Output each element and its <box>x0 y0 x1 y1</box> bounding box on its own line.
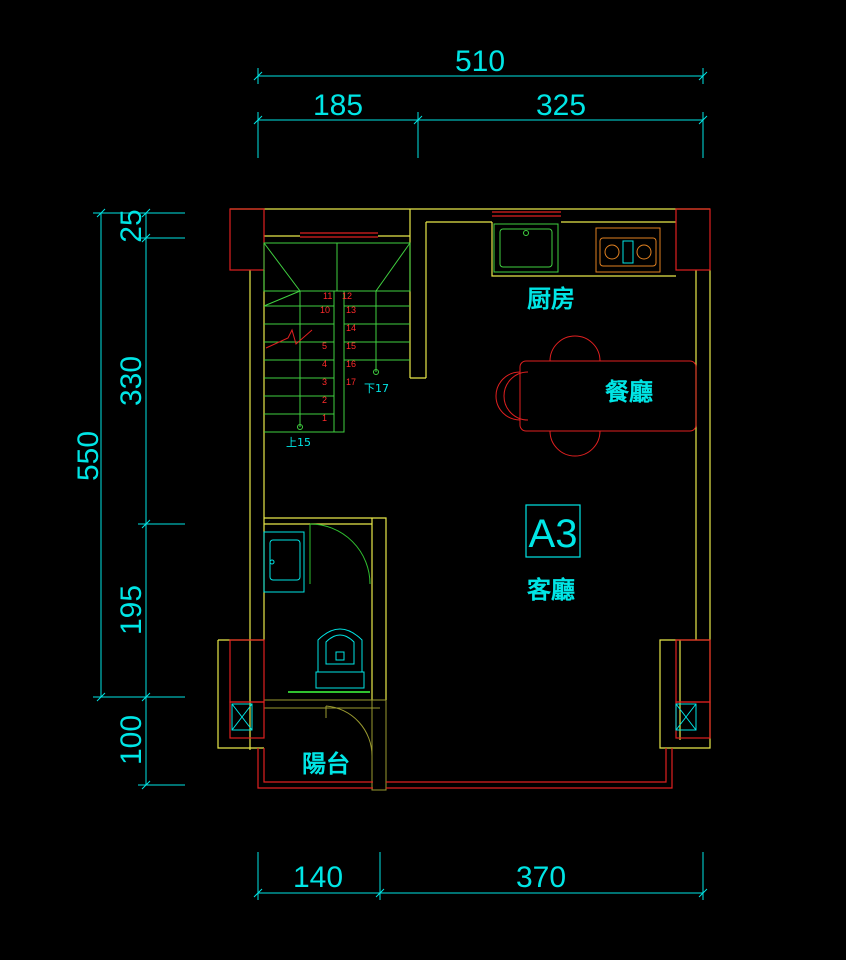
dim-top-total: 510 <box>455 45 505 78</box>
step-number: 13 <box>346 305 356 315</box>
step-number: 12 <box>342 291 352 301</box>
step-number: 1 <box>322 413 327 423</box>
unit-label-box <box>525 504 581 558</box>
balcony-door <box>325 705 373 757</box>
room-label-kitchen: 厨房 <box>527 285 575 313</box>
stair-up-label: 上15 <box>286 436 311 449</box>
stair-break-line <box>265 328 313 349</box>
step-number: 11 <box>323 291 332 301</box>
step-number: 17 <box>346 377 356 387</box>
dimension-ticks <box>96 71 708 898</box>
dim-left-seg3: 195 <box>115 585 148 635</box>
dim-top-left: 185 <box>313 89 363 122</box>
step-number: 10 <box>320 305 330 315</box>
staircase <box>263 242 411 433</box>
dim-left-seg1: 25 <box>115 209 148 242</box>
dim-top-right: 325 <box>536 89 586 122</box>
bathroom-door <box>309 523 371 585</box>
stove-icon <box>595 227 661 273</box>
walls <box>217 208 711 750</box>
step-number: 16 <box>346 359 356 369</box>
step-number: 3 <box>322 377 327 387</box>
dim-left-seg2: 330 <box>115 356 148 406</box>
dim-bottom-right: 370 <box>516 861 566 894</box>
stair-up-marker <box>297 424 303 430</box>
dimension-lines <box>93 68 704 900</box>
unit-label: A3 <box>529 512 578 556</box>
step-number: 2 <box>322 395 327 405</box>
dim-left-seg4: 100 <box>115 715 148 765</box>
step-number: 15 <box>346 341 356 351</box>
step-number: 5 <box>322 341 327 351</box>
stair-down-marker <box>373 369 379 375</box>
step-number: 4 <box>322 359 327 369</box>
bathroom-sink <box>263 531 305 593</box>
step-number: 14 <box>346 323 356 333</box>
kitchen-sink <box>493 223 559 273</box>
stair-down-label: 下17 <box>364 382 389 395</box>
toilet-icon <box>315 628 365 689</box>
dining-table <box>495 335 697 457</box>
column-crosses <box>231 703 697 731</box>
dim-bottom-left: 140 <box>293 861 343 894</box>
room-label-living: 客廳 <box>527 576 575 604</box>
columns <box>229 208 711 789</box>
dim-left-total: 550 <box>72 431 105 481</box>
room-label-dining: 餐廳 <box>605 378 653 406</box>
wall-outlines <box>264 699 387 791</box>
room-label-balcony: 陽台 <box>302 750 350 778</box>
